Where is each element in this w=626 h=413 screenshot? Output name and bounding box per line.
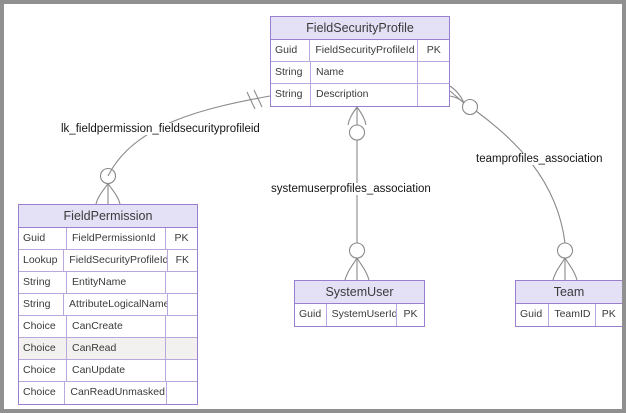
- table-row[interactable]: String Name: [271, 62, 449, 84]
- attribute-key: [418, 84, 449, 106]
- entity-fieldsecurityprofile[interactable]: FieldSecurityProfile Guid FieldSecurityP…: [270, 16, 450, 107]
- relationship-label-systemuserprofiles-association: systemuserprofiles_association: [271, 183, 431, 195]
- relationship-label-teamprofiles-association: teamprofiles_association: [476, 153, 603, 165]
- entity-title-fieldpermission[interactable]: FieldPermission: [19, 205, 197, 228]
- attribute-name: FieldPermissionId: [67, 228, 166, 249]
- table-row[interactable]: String Description: [271, 84, 449, 106]
- table-row[interactable]: String AttributeLogicalName: [19, 294, 197, 316]
- attribute-type: Guid: [516, 304, 550, 326]
- attribute-key: PK: [403, 308, 418, 320]
- attribute-type: Guid: [19, 228, 67, 249]
- attribute-key: [166, 338, 197, 359]
- attribute-type: Choice: [19, 316, 67, 337]
- attribute-type: String: [19, 272, 67, 293]
- attribute-key: [166, 272, 197, 293]
- attribute-type: String: [271, 84, 311, 106]
- table-row[interactable]: Lookup FieldSecurityProfileId FK: [19, 250, 197, 272]
- attribute-type: Choice: [19, 360, 67, 381]
- table-row[interactable]: Choice CanUpdate: [19, 360, 197, 382]
- attribute-key: [168, 294, 197, 315]
- entity-title-systemuser[interactable]: SystemUser: [295, 281, 424, 304]
- attribute-type: Lookup: [19, 250, 65, 271]
- entity-systemuser[interactable]: SystemUser Guid SystemUserId PK: [294, 280, 425, 327]
- attribute-key: FK: [175, 254, 189, 266]
- table-row[interactable]: Guid FieldSecurityProfileId PK: [271, 40, 449, 62]
- attribute-name: FieldSecurityProfileId: [310, 40, 419, 61]
- attribute-key: PK: [174, 232, 189, 244]
- entity-title-fieldsecurityprofile[interactable]: FieldSecurityProfile: [271, 17, 449, 40]
- attribute-name: CanUpdate: [67, 360, 166, 381]
- table-row[interactable]: String EntityName: [19, 272, 197, 294]
- attribute-name: Description: [311, 84, 418, 106]
- attribute-type: Guid: [295, 304, 327, 326]
- attribute-name: AttributeLogicalName: [64, 294, 168, 315]
- attribute-name: CanRead: [67, 338, 166, 359]
- entity-title-team[interactable]: Team: [516, 281, 622, 304]
- table-row[interactable]: Guid SystemUserId PK: [295, 304, 424, 326]
- attribute-key: [418, 62, 449, 83]
- attribute-key: [166, 316, 197, 337]
- attribute-key: PK: [601, 308, 616, 320]
- table-row[interactable]: Choice CanCreate: [19, 316, 197, 338]
- attribute-type: String: [271, 62, 311, 83]
- attribute-type: String: [19, 294, 65, 315]
- attribute-key: PK: [426, 44, 441, 56]
- attribute-name: CanReadUnmasked: [65, 382, 167, 404]
- table-row[interactable]: Guid TeamID PK: [516, 304, 622, 326]
- attribute-key: [167, 382, 197, 404]
- attribute-name: CanCreate: [67, 316, 166, 337]
- table-row[interactable]: Choice CanRead: [19, 338, 197, 360]
- relationship-label-lk-fieldpermission-fieldsecurityprofileid: lk_fieldpermission_fieldsecurityprofilei…: [61, 123, 260, 135]
- entity-fieldpermission[interactable]: FieldPermission Guid FieldPermissionId P…: [18, 204, 198, 405]
- attribute-name: SystemUserId: [327, 304, 398, 326]
- attribute-name: TeamID: [549, 304, 596, 326]
- attribute-name: EntityName: [67, 272, 166, 293]
- attribute-type: Choice: [19, 338, 67, 359]
- entity-team[interactable]: Team Guid TeamID PK: [515, 280, 622, 327]
- attribute-name: Name: [311, 62, 418, 83]
- attribute-name: FieldSecurityProfileId: [64, 250, 168, 271]
- attribute-type: Guid: [271, 40, 311, 61]
- attribute-type: Choice: [19, 382, 66, 404]
- table-row[interactable]: Guid FieldPermissionId PK: [19, 228, 197, 250]
- table-row[interactable]: Choice CanReadUnmasked: [19, 382, 197, 404]
- attribute-key: [166, 360, 197, 381]
